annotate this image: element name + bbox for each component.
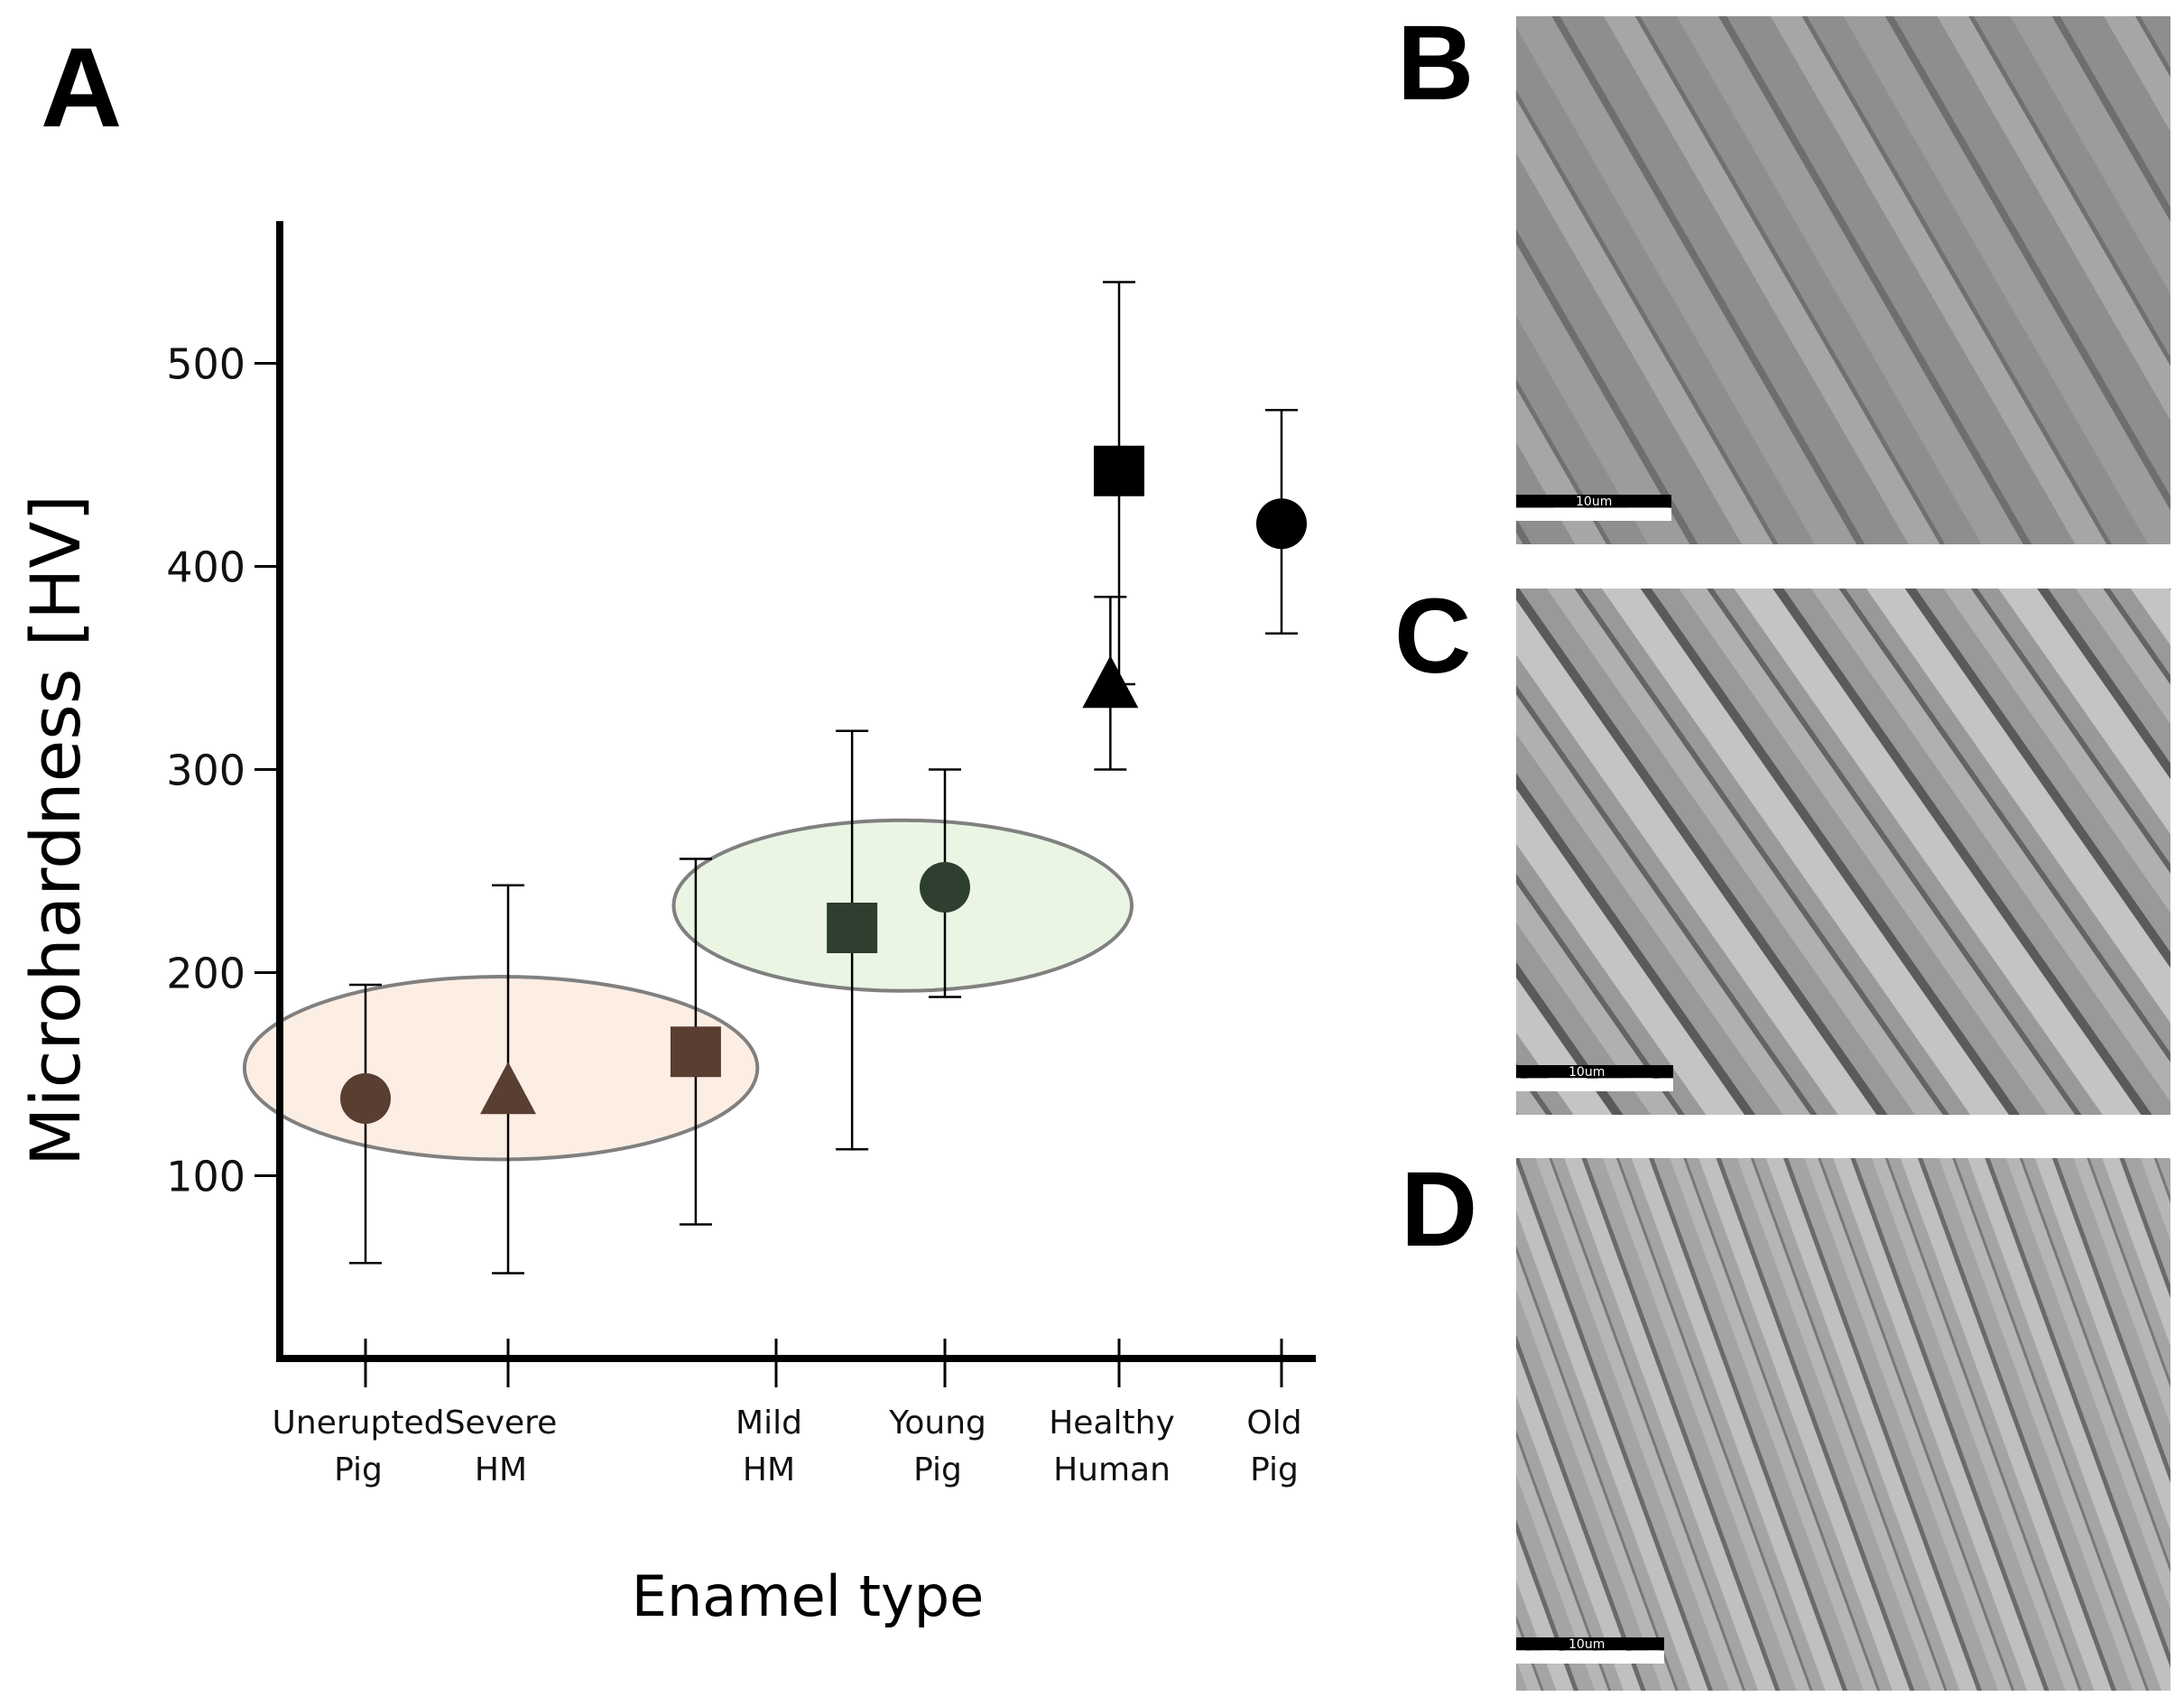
marker-triangle-1 — [480, 1062, 536, 1115]
x-tick-label-4-0: Healthy — [1049, 1405, 1175, 1442]
panel-letter-c: C — [1394, 577, 1471, 696]
marker-circle-4 — [920, 862, 970, 913]
x-tick-label-2-0: Mild — [736, 1405, 802, 1442]
x-tick-label-0-0: Unerupted — [273, 1405, 445, 1442]
x-tick-label-1-0: Severe — [445, 1405, 558, 1442]
panel-letter-b: B — [1397, 4, 1474, 123]
x-tick-label-3-1: Pig — [913, 1451, 962, 1488]
y-tick-label-300: 300 — [166, 746, 245, 795]
panel-letter-a: A — [41, 25, 122, 151]
marker-triangle-6 — [1082, 655, 1139, 709]
y-tick-label-200: 200 — [166, 950, 245, 998]
scale-bar-b — [1516, 495, 1671, 507]
x-axis-title: Enamel type — [632, 1563, 984, 1629]
error-bar-0 — [349, 983, 382, 1265]
marker-circle-0 — [340, 1073, 391, 1124]
x-tick-label-3-0: Young — [888, 1405, 986, 1442]
marker-square-3 — [827, 903, 878, 953]
data-markers — [340, 445, 1307, 1124]
x-tick-label-1-1: HM — [475, 1451, 527, 1488]
sem-image-d: 10um — [1516, 1158, 2170, 1691]
y-tick-label-100: 100 — [166, 1153, 245, 1201]
scale-bar-d — [1516, 1637, 1664, 1650]
group-ellipse-1 — [671, 818, 1134, 993]
scale-label-d: 10um — [1569, 1637, 1605, 1652]
marker-square-2 — [670, 1026, 721, 1078]
x-tick-label-5-1: Pig — [1250, 1451, 1299, 1488]
scale-bar-c — [1516, 1065, 1673, 1078]
x-tick-label-2-1: HM — [743, 1451, 795, 1488]
marker-square-5 — [1094, 445, 1144, 496]
marker-circle-7 — [1256, 498, 1307, 550]
y-tick-label-400: 400 — [166, 543, 245, 592]
x-tick-label-4-1: Human — [1053, 1451, 1171, 1488]
x-tick-label-0-1: Pig — [334, 1451, 383, 1488]
y-axis-title: Microhardness [HV] — [15, 495, 96, 1166]
sem-image-b: 10um — [1516, 16, 2170, 544]
sem-image-c: 10um — [1516, 589, 2170, 1115]
scale-label-b: 10um — [1576, 495, 1612, 509]
scale-label-c: 10um — [1569, 1065, 1605, 1080]
x-tick-label-5-0: Old — [1246, 1405, 1301, 1442]
panel-letter-d: D — [1401, 1150, 1477, 1269]
y-tick-label-500: 500 — [166, 340, 245, 389]
y-ticks: 100 200 300 400 500 — [166, 340, 280, 1201]
